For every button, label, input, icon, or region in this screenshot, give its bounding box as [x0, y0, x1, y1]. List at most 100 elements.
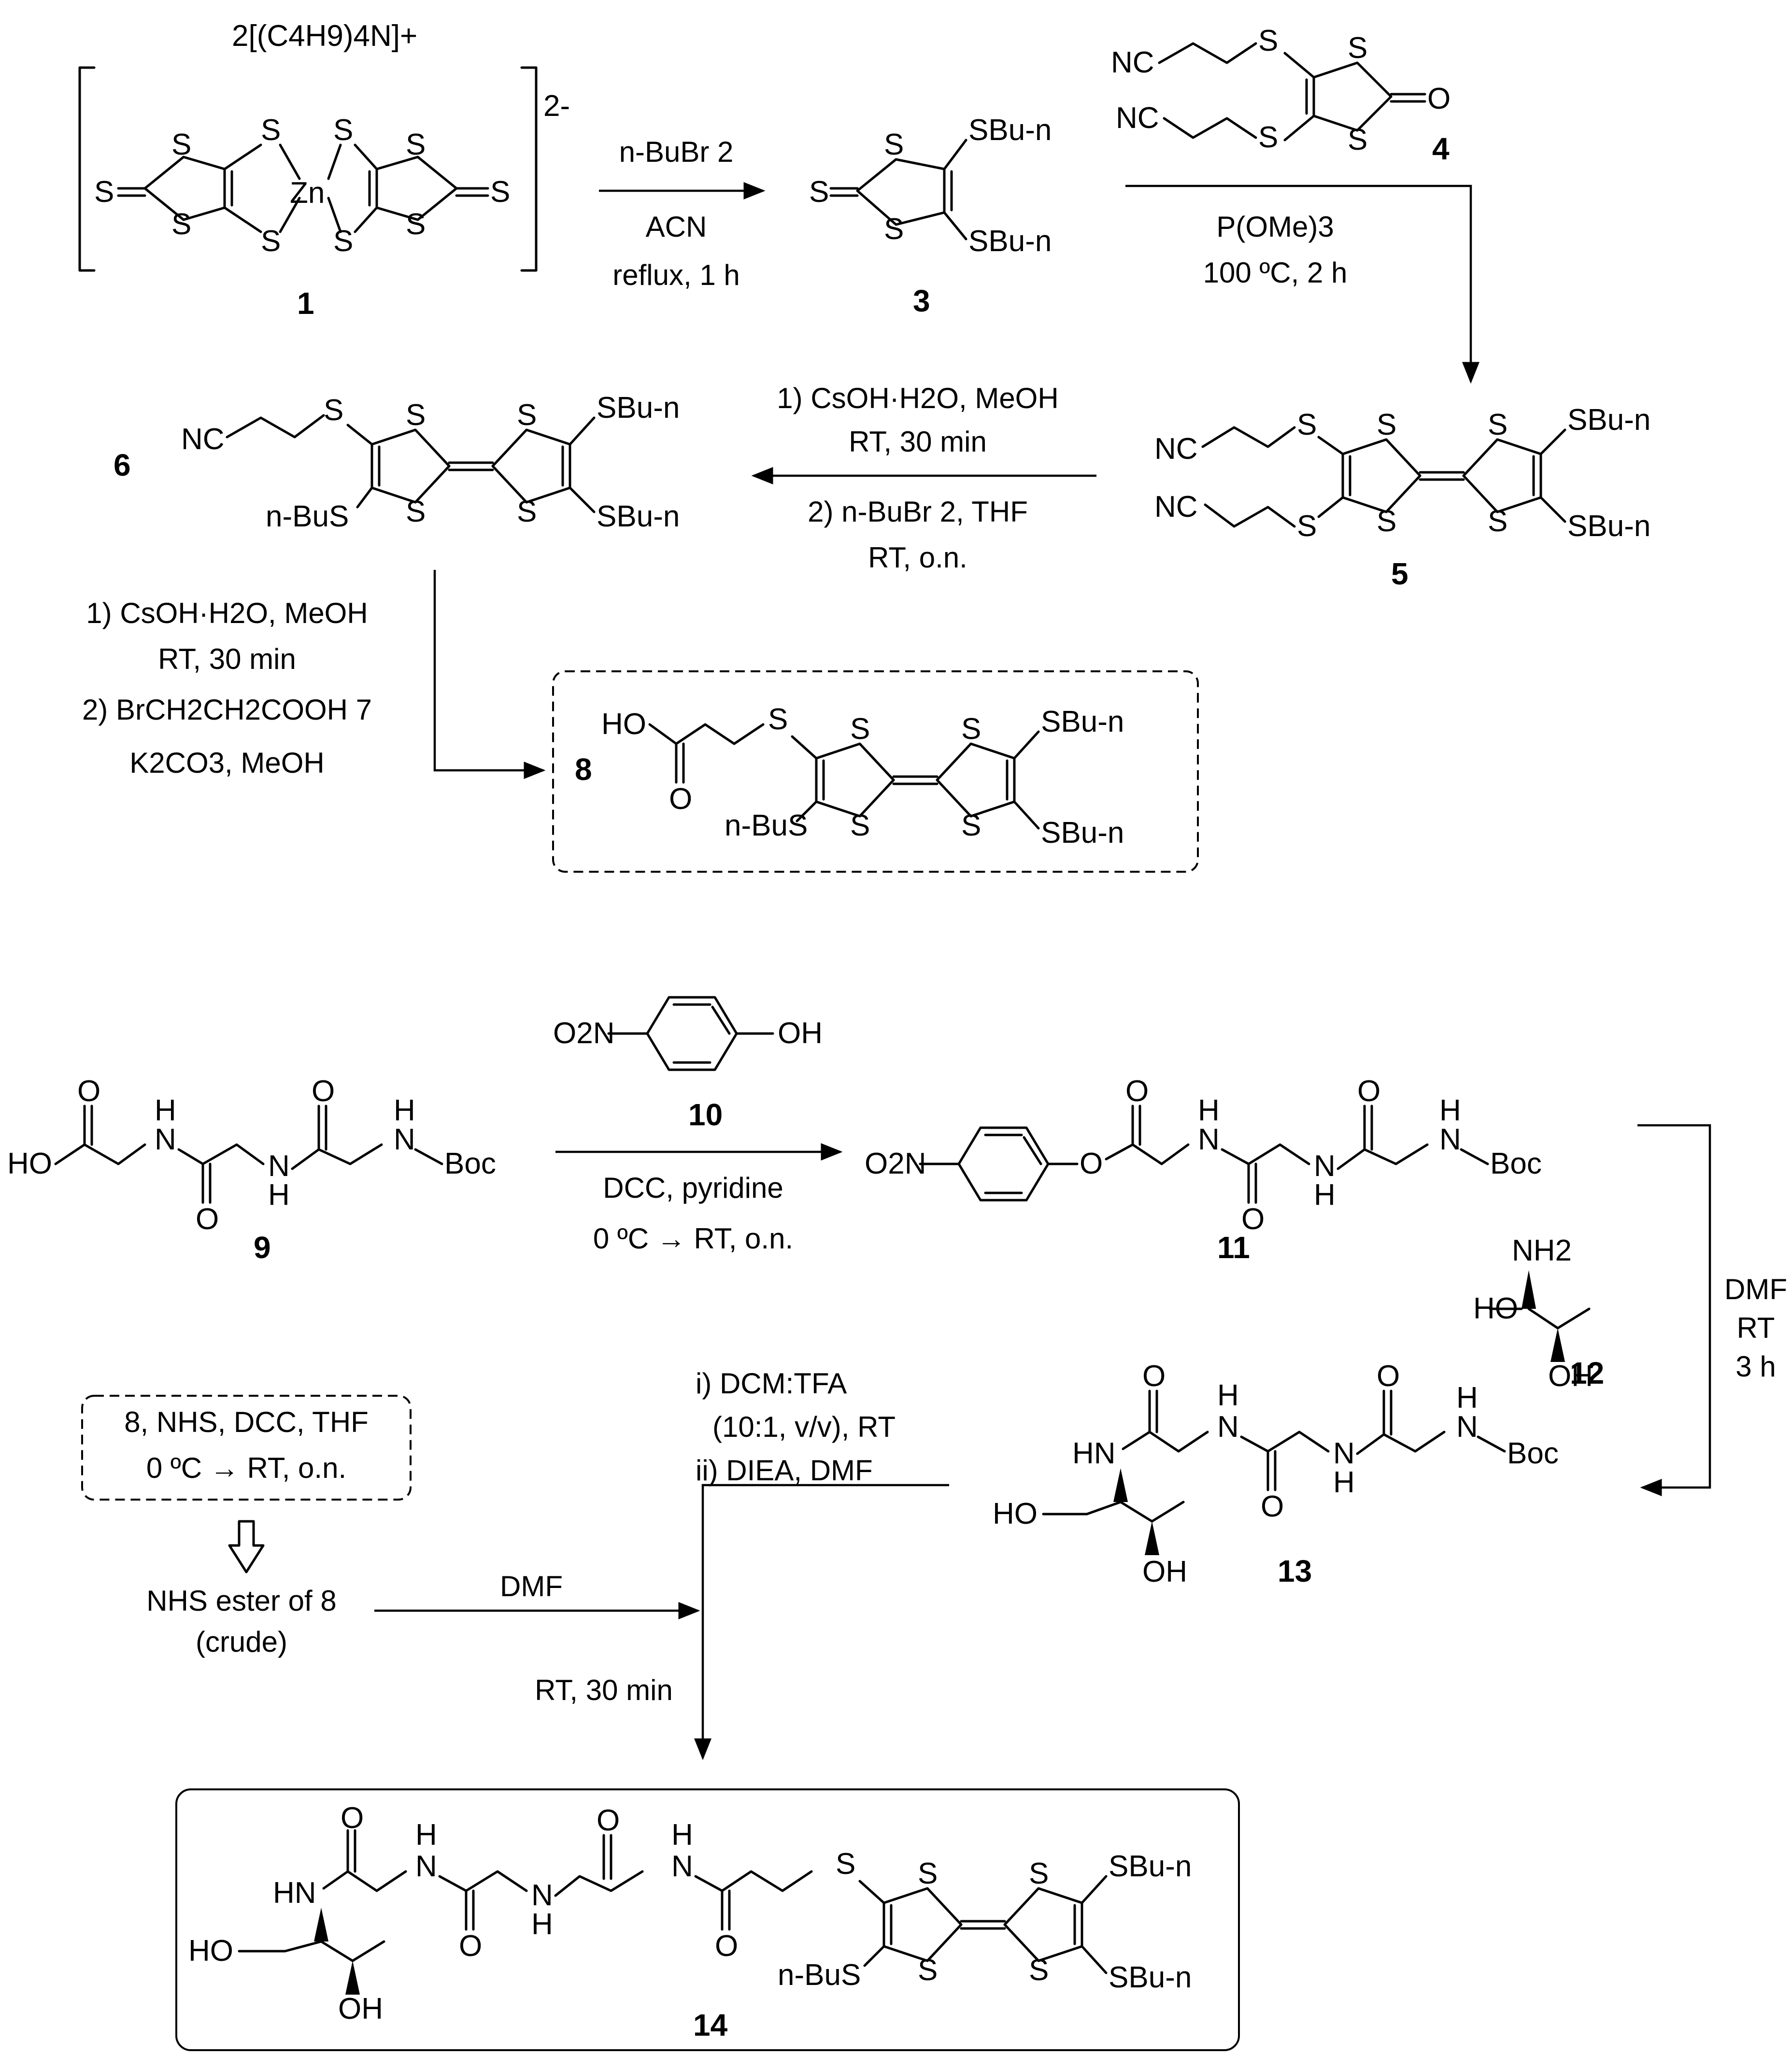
svg-text:O: O — [1080, 1147, 1103, 1180]
c8-ho: HO — [601, 708, 646, 741]
svg-text:S: S — [1377, 408, 1396, 441]
condition-step1-solvent: ACN — [646, 211, 707, 243]
compound-5: NC S NC S S S S S SBu-n SBu-n 5 — [1154, 403, 1650, 591]
c9-boc: Boc — [444, 1147, 496, 1180]
c6-sub-top: SBu-n — [597, 391, 680, 425]
compound-13: HN O H N O N H O H N Boc HO OH 13 — [993, 1360, 1559, 1588]
arrow-5-to-6: 1) CsOH·H2O, MeOH RT, 30 min 2) n-BuBr 2… — [751, 382, 1096, 574]
svg-text:S: S — [261, 225, 281, 258]
compound-3: S S S SBu-n SBu-n 3 — [809, 113, 1052, 318]
deprotection-line3: ii) DIEA, DMF — [696, 1454, 873, 1487]
svg-text:O: O — [1142, 1360, 1166, 1393]
c5-sub-top: SBu-n — [1567, 403, 1650, 437]
deprotection-line2: (10:1, v/v), RT — [712, 1411, 896, 1443]
svg-text:S: S — [918, 1954, 938, 1987]
svg-text:S: S — [171, 128, 191, 161]
bracket-right — [520, 66, 538, 272]
condition-step4-line1: 1) CsOH·H2O, MeOH — [86, 597, 368, 629]
svg-text:S: S — [850, 809, 870, 842]
svg-text:S: S — [1348, 123, 1367, 156]
svg-text:S: S — [884, 213, 904, 246]
c6-sub-bottom: SBu-n — [597, 500, 680, 533]
coupling-solvent: DMF — [500, 1570, 563, 1602]
c5-nc-top: NC — [1154, 432, 1198, 466]
c13-boc: Boc — [1507, 1437, 1559, 1470]
condition-step3-line4: RT, o.n. — [868, 541, 967, 574]
c6-nc: NC — [181, 423, 225, 456]
c5-sub-bottom: SBu-n — [1567, 510, 1650, 543]
svg-text:O: O — [1357, 1075, 1380, 1108]
svg-text:H: H — [1217, 1379, 1239, 1412]
deprotection-line1: i) DCM:TFA — [696, 1367, 847, 1400]
nhs-product-line1: NHS ester of 8 — [146, 1585, 337, 1617]
c14-sub-top: SBu-n — [1109, 1850, 1192, 1883]
compound-14-number: 14 — [693, 2008, 728, 2042]
compound-12: NH2 HO 12 OH — [1473, 1234, 1604, 1393]
svg-text:O: O — [1125, 1075, 1149, 1108]
compound-11-number: 11 — [1217, 1230, 1250, 1265]
c10-o2n: O2N — [553, 1017, 614, 1050]
c13-hn: HN — [1072, 1437, 1116, 1470]
c14-sub-bottom: SBu-n — [1109, 1961, 1192, 1994]
c8-sub-bottom: SBu-n — [1041, 816, 1124, 850]
c11-boc: Boc — [1490, 1147, 1542, 1180]
compound-11: O2N O O H N O N H O H N Boc 11 — [865, 1075, 1542, 1265]
condition-step5-reagent: DCC, pyridine — [603, 1172, 783, 1204]
svg-text:S: S — [850, 712, 870, 746]
c8-sub-left: n-BuS — [725, 809, 808, 842]
svg-text:S: S — [1488, 408, 1508, 441]
condition-step4-line2: RT, 30 min — [158, 643, 296, 675]
c4-nc-bottom: NC — [1116, 101, 1159, 135]
svg-text:H: H — [155, 1094, 176, 1127]
svg-text:S: S — [1297, 510, 1317, 543]
svg-text:O: O — [459, 1929, 482, 1963]
nhs-activation-line1: 8, NHS, DCC, THF — [124, 1406, 369, 1438]
open-arrow-down — [228, 1520, 265, 1573]
c13-ho: HO — [993, 1497, 1038, 1531]
final-step-condition: RT, 30 min — [535, 1674, 673, 1706]
c4-carbonyl-o: O — [1427, 82, 1451, 115]
svg-text:S: S — [406, 208, 426, 241]
svg-text:S: S — [961, 712, 981, 746]
condition-step2-temp: 100 ºC, 2 h — [1203, 256, 1348, 289]
compound-9-number: 9 — [254, 1230, 271, 1265]
compound-4: NC S S S O NC S 4 — [1111, 24, 1451, 166]
compound-1-number: 1 — [297, 286, 314, 321]
svg-text:S: S — [333, 225, 353, 258]
svg-text:H: H — [1439, 1094, 1461, 1127]
compound-8-number: 8 — [575, 752, 592, 787]
nhs-activation: 8, NHS, DCC, THF 0 ºC → RT, o.n. NHS est… — [81, 1395, 412, 1658]
svg-text:N: N — [1456, 1410, 1478, 1444]
svg-text:O: O — [1241, 1203, 1265, 1236]
zn-atom: Zn — [290, 176, 325, 210]
c14-oh: OH — [338, 1992, 383, 2026]
compound-5-number: 5 — [1391, 556, 1408, 591]
svg-text:S: S — [1488, 505, 1508, 538]
condition-step6-temp: RT — [1737, 1312, 1775, 1344]
c12-oh: OH — [1548, 1360, 1593, 1393]
svg-text:O: O — [1261, 1490, 1284, 1523]
compound-14: HN O H N O N H O H N O S n-BuS S S S S S… — [175, 1788, 1240, 2051]
deprotection-step: i) DCM:TFA (10:1, v/v), RT ii) DIEA, DMF… — [374, 1367, 949, 1760]
svg-text:S: S — [406, 398, 426, 432]
c9-ho: HO — [7, 1147, 52, 1180]
svg-text:S: S — [406, 128, 426, 161]
compound-4-number: 4 — [1432, 131, 1450, 166]
compound-10-number: 10 — [688, 1097, 723, 1132]
condition-step1-reagent: n-BuBr 2 — [619, 136, 734, 168]
condition-step2-reagent: P(OMe)3 — [1216, 211, 1334, 243]
compound-9: HO O H N O N H O H N Boc 9 — [7, 1075, 496, 1265]
condition-step5-temp: 0 ºC → RT, o.n. — [593, 1222, 793, 1255]
c4-nc-top: NC — [1111, 46, 1154, 79]
arrow-9-to-11: DCC, pyridine 0 ºC → RT, o.n. — [555, 1143, 843, 1255]
compound-14-box — [175, 1788, 1240, 2051]
c8-sub-top: SBu-n — [1041, 705, 1124, 738]
svg-text:O: O — [196, 1203, 219, 1236]
svg-text:H: H — [1456, 1381, 1478, 1415]
condition-step6-time: 3 h — [1735, 1350, 1776, 1383]
svg-text:O: O — [1377, 1360, 1400, 1393]
c6-sub-left: n-BuS — [266, 500, 349, 533]
c11-o2n: O2N — [865, 1147, 926, 1180]
compound-1: 2[(C4H9)4N]+ 2- S S S S S Zn S S S S S 1 — [78, 19, 570, 321]
svg-text:H: H — [394, 1094, 415, 1127]
